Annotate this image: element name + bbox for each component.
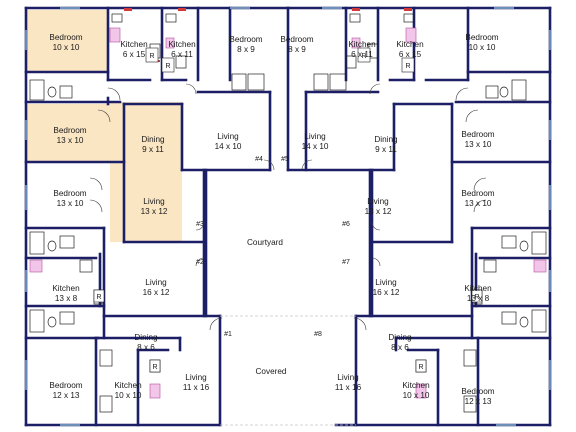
room-size: 11 x 16 bbox=[183, 383, 210, 392]
room-name: Living bbox=[217, 132, 239, 141]
room-size: 9 x 11 bbox=[375, 145, 397, 154]
room-name: Bedroom bbox=[461, 130, 494, 139]
room-size: 6 x 11 bbox=[171, 50, 193, 59]
room-name: Kitchen bbox=[396, 40, 424, 49]
room-size: 16 x 12 bbox=[143, 288, 170, 297]
fridge-label: R bbox=[96, 294, 101, 301]
fridge-label: R bbox=[418, 364, 423, 371]
room-name: Bedroom bbox=[49, 381, 82, 390]
fridge-label: R bbox=[361, 53, 366, 60]
room-size: 8 x 6 bbox=[137, 343, 155, 352]
room-name: Kitchen bbox=[52, 284, 80, 293]
room-size: 13 x 8 bbox=[55, 294, 78, 303]
fridge-label: R bbox=[149, 53, 154, 60]
unit-number: #4 bbox=[255, 156, 263, 163]
room-size: 14 x 10 bbox=[302, 142, 329, 151]
room-size: 14 x 10 bbox=[215, 142, 242, 151]
unit-number: #3 bbox=[196, 221, 204, 228]
room-name: Dining bbox=[141, 135, 165, 144]
room-name: Living bbox=[375, 278, 397, 287]
room-name: Bedroom bbox=[49, 33, 82, 42]
room-size: 6 x 15 bbox=[399, 50, 422, 59]
room-size: 13 x 10 bbox=[57, 199, 84, 208]
room-size: 6 x 15 bbox=[123, 50, 146, 59]
unit-number: #7 bbox=[342, 259, 350, 266]
door-swings bbox=[89, 83, 487, 331]
room-size: 8 x 9 bbox=[237, 45, 255, 54]
room-size: 10 x 10 bbox=[115, 391, 142, 400]
covered-outline bbox=[220, 315, 356, 426]
room-name: Bedroom bbox=[229, 35, 262, 44]
unit-number: #8 bbox=[314, 331, 322, 338]
room-size: 13 x 8 bbox=[467, 294, 490, 303]
room-name: Kitchen bbox=[114, 381, 142, 390]
room-size: 10 x 10 bbox=[403, 391, 430, 400]
unit-number: #2 bbox=[196, 259, 204, 266]
room-name: Bedroom bbox=[465, 33, 498, 42]
fridge-label: R bbox=[405, 63, 410, 70]
room-name: Kitchen bbox=[168, 40, 196, 49]
room-size: 13 x 10 bbox=[465, 199, 492, 208]
room-size: 6 x 11 bbox=[351, 50, 373, 59]
room-name: Bedroom bbox=[461, 387, 494, 396]
room-name: Dining bbox=[388, 333, 412, 342]
room-size: 9 x 11 bbox=[142, 145, 164, 154]
room-size: 8 x 9 bbox=[288, 45, 306, 54]
unit-number: #1 bbox=[224, 331, 232, 338]
fridge-label: R bbox=[152, 364, 157, 371]
room-size: 16 x 12 bbox=[373, 288, 400, 297]
room-name: Dining bbox=[134, 333, 158, 342]
room-size: 13 x 12 bbox=[141, 207, 168, 216]
room-size: 13 x 12 bbox=[365, 207, 392, 216]
room-name: Kitchen bbox=[348, 40, 376, 49]
room-name: Living bbox=[367, 197, 389, 206]
fridge-label: R bbox=[165, 63, 170, 70]
room-name: Courtyard bbox=[247, 238, 283, 247]
highlighted-unit bbox=[26, 10, 182, 242]
room-size: 13 x 10 bbox=[57, 136, 84, 145]
room-name: Covered bbox=[256, 367, 287, 376]
room-size: 10 x 10 bbox=[53, 43, 80, 52]
unit-number: #5 bbox=[281, 156, 289, 163]
room-name: Bedroom bbox=[53, 189, 86, 198]
windows bbox=[25, 7, 551, 426]
room-size: 10 x 10 bbox=[469, 43, 496, 52]
room-size: 13 x 10 bbox=[465, 140, 492, 149]
room-name: Living bbox=[304, 132, 326, 141]
room-size: 12 x 13 bbox=[465, 397, 492, 406]
unit-number: #6 bbox=[342, 221, 350, 228]
fridge-label: R bbox=[474, 294, 479, 301]
room-name: Living bbox=[337, 373, 359, 382]
room-name: Bedroom bbox=[280, 35, 313, 44]
room-name: Kitchen bbox=[120, 40, 148, 49]
room-name: Living bbox=[145, 278, 167, 287]
room-name: Living bbox=[185, 373, 207, 382]
room-name: Kitchen bbox=[402, 381, 430, 390]
room-size: 8 x 6 bbox=[391, 343, 409, 352]
room-name: Living bbox=[143, 197, 165, 206]
room-name: Bedroom bbox=[461, 189, 494, 198]
room-size: 11 x 16 bbox=[335, 383, 362, 392]
fridge-markers: R R R R R R R R bbox=[93, 47, 483, 373]
room-name: Kitchen bbox=[464, 284, 492, 293]
room-name: Dining bbox=[374, 135, 398, 144]
room-size: 12 x 13 bbox=[53, 391, 80, 400]
room-name: Bedroom bbox=[53, 126, 86, 135]
